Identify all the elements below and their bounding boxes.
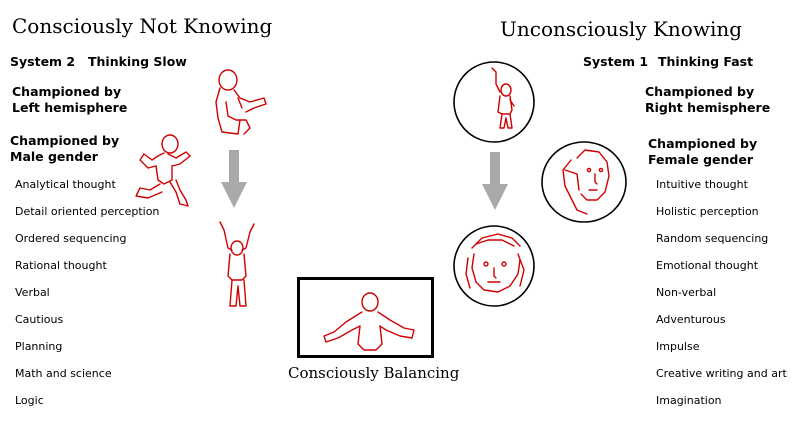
balancing-frame (297, 277, 434, 358)
right-system-desc: Thinking Fast (658, 54, 754, 69)
left-trait-item: Analytical thought (15, 178, 116, 191)
right-trait-item: Holistic perception (656, 205, 759, 218)
left-system-desc: Thinking Slow (88, 54, 187, 69)
balancing-figure-icon (323, 292, 415, 351)
left-trait-item: Detail oriented perception (15, 205, 160, 218)
right-trait-item: Non-verbal (656, 286, 717, 299)
left-trait-item: Ordered sequencing (15, 232, 127, 245)
left-hemisphere-line2: Left hemisphere (12, 100, 128, 115)
center-caption: Consciously Balancing (288, 364, 460, 382)
left-system-label: System 2 (10, 54, 76, 69)
left-trait-item: Rational thought (15, 259, 107, 272)
right-trait-item: Imagination (656, 394, 722, 407)
right-trait-item: Emotional thought (656, 259, 759, 272)
right-trait-item: Intuitive thought (656, 178, 748, 191)
arrow-down-icon (221, 150, 247, 208)
right-gender-line2: Female gender (648, 152, 753, 167)
right-title: Unconsciously Knowing (500, 17, 743, 41)
arrow-down-icon (482, 152, 508, 210)
thinking-woman-icon (541, 141, 627, 223)
left-gender-line1: Championed by (10, 133, 120, 148)
worried-face-icon (453, 225, 535, 307)
left-hemisphere-line1: Championed by (12, 84, 122, 99)
right-hemisphere-line2: Right hemisphere (645, 100, 771, 115)
left-gender-line2: Male gender (10, 149, 98, 164)
left-trait-item: Logic (15, 394, 44, 407)
right-system-label: System 1 (583, 54, 649, 69)
waving-figure-icon (453, 61, 535, 143)
left-trait-item: Verbal (15, 286, 50, 299)
right-trait-item: Creative writing and art (656, 367, 787, 380)
left-title: Consciously Not Knowing (12, 14, 273, 38)
left-trait-item: Planning (15, 340, 63, 353)
left-trait-item: Math and science (15, 367, 112, 380)
right-trait-item: Adventurous (656, 313, 726, 326)
right-trait-item: Impulse (656, 340, 700, 353)
right-hemisphere-line1: Championed by (645, 84, 755, 99)
arms-up-figure-icon (219, 221, 255, 307)
right-trait-item: Random sequencing (656, 232, 769, 245)
left-trait-item: Cautious (15, 313, 64, 326)
right-gender-line1: Championed by (648, 136, 758, 151)
crouching-figure-icon (215, 69, 267, 135)
running-man-icon (135, 134, 191, 207)
